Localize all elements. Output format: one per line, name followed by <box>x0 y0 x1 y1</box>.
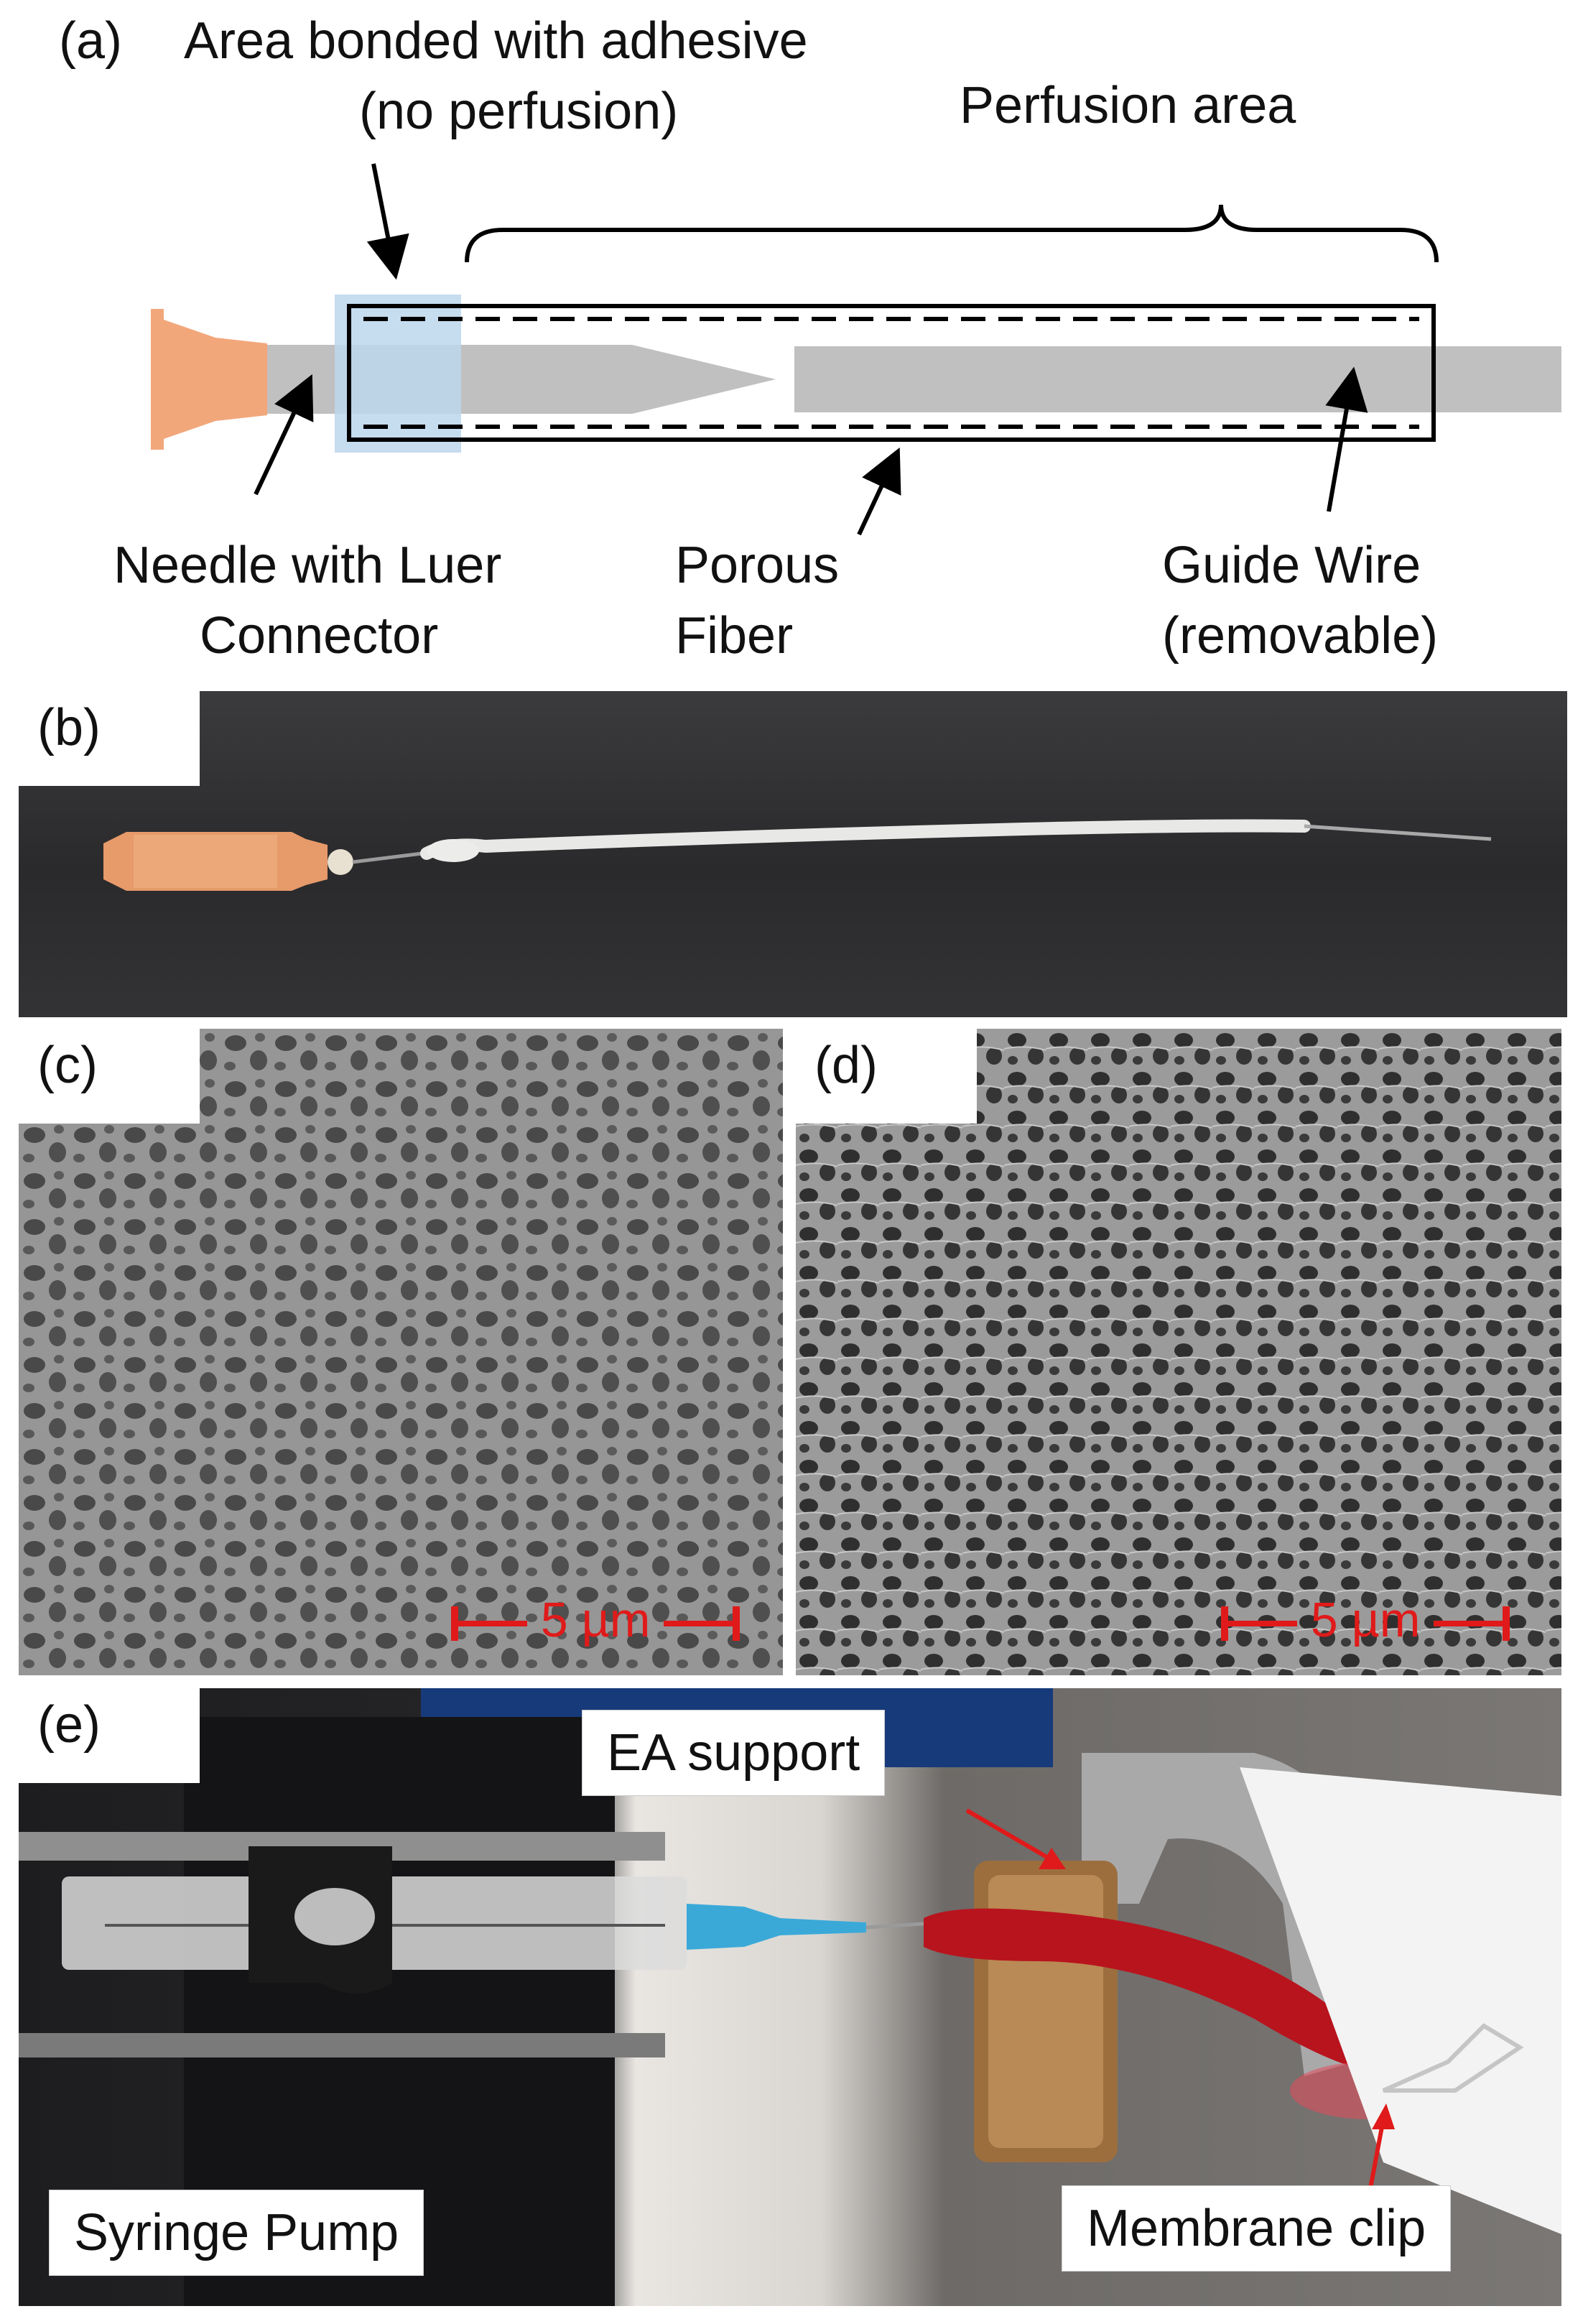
fiber-schematic <box>151 163 1561 536</box>
panel-c-sem-image <box>19 1029 783 1675</box>
needle-arrow <box>254 374 314 496</box>
luer-connector <box>151 309 267 450</box>
needle-label-line1: Needle with Luer <box>113 537 502 594</box>
perfusion-brace <box>465 204 1439 263</box>
fiber-arrow <box>857 447 901 536</box>
panel-e-tag: (e) <box>19 1688 200 1783</box>
panel-b-photo <box>19 691 1567 1017</box>
porous-fiber <box>347 304 1436 442</box>
needle-label-line2: Connector <box>200 607 439 665</box>
ea-support-label: EA support <box>582 1710 886 1796</box>
wire-arrow <box>1325 366 1368 512</box>
guide-wire <box>794 346 1561 412</box>
fiber-label-line2: Fiber <box>675 607 794 665</box>
panel-d-sem-image <box>796 1029 1561 1675</box>
panel-c-texture <box>19 1029 783 1675</box>
syringe-pump-label: Syringe Pump <box>49 2190 424 2276</box>
panel-d-tag: (d) <box>796 1029 977 1124</box>
adhesive-label-line2: (no perfusion) <box>359 83 679 140</box>
membrane-clip-label: Membrane clip <box>1062 2185 1452 2272</box>
panel-c-scale-text: 5 µm <box>540 1593 651 1647</box>
panel-d-scale-text: 5 µm <box>1310 1593 1421 1647</box>
panel-d-scale-bar: 5 µm <box>1221 1592 1510 1648</box>
panel-a-tag: (a) <box>59 12 122 70</box>
panel-b-tag: (b) <box>19 691 200 786</box>
fiber-label-line1: Porous <box>675 537 840 594</box>
adhesive-label-line1: Area bonded with adhesive <box>184 12 808 70</box>
panel-c-tag: (c) <box>19 1029 200 1124</box>
fiber-photo-drawing <box>103 819 1492 891</box>
panel-c-scale-bar: 5 µm <box>451 1592 741 1648</box>
adhesive-arrow <box>366 163 409 280</box>
wire-label-line2: (removable) <box>1162 607 1439 665</box>
perfusion-label: Perfusion area <box>960 77 1296 134</box>
wire-label-line1: Guide Wire <box>1162 537 1421 594</box>
panel-d-texture <box>796 1029 1561 1675</box>
